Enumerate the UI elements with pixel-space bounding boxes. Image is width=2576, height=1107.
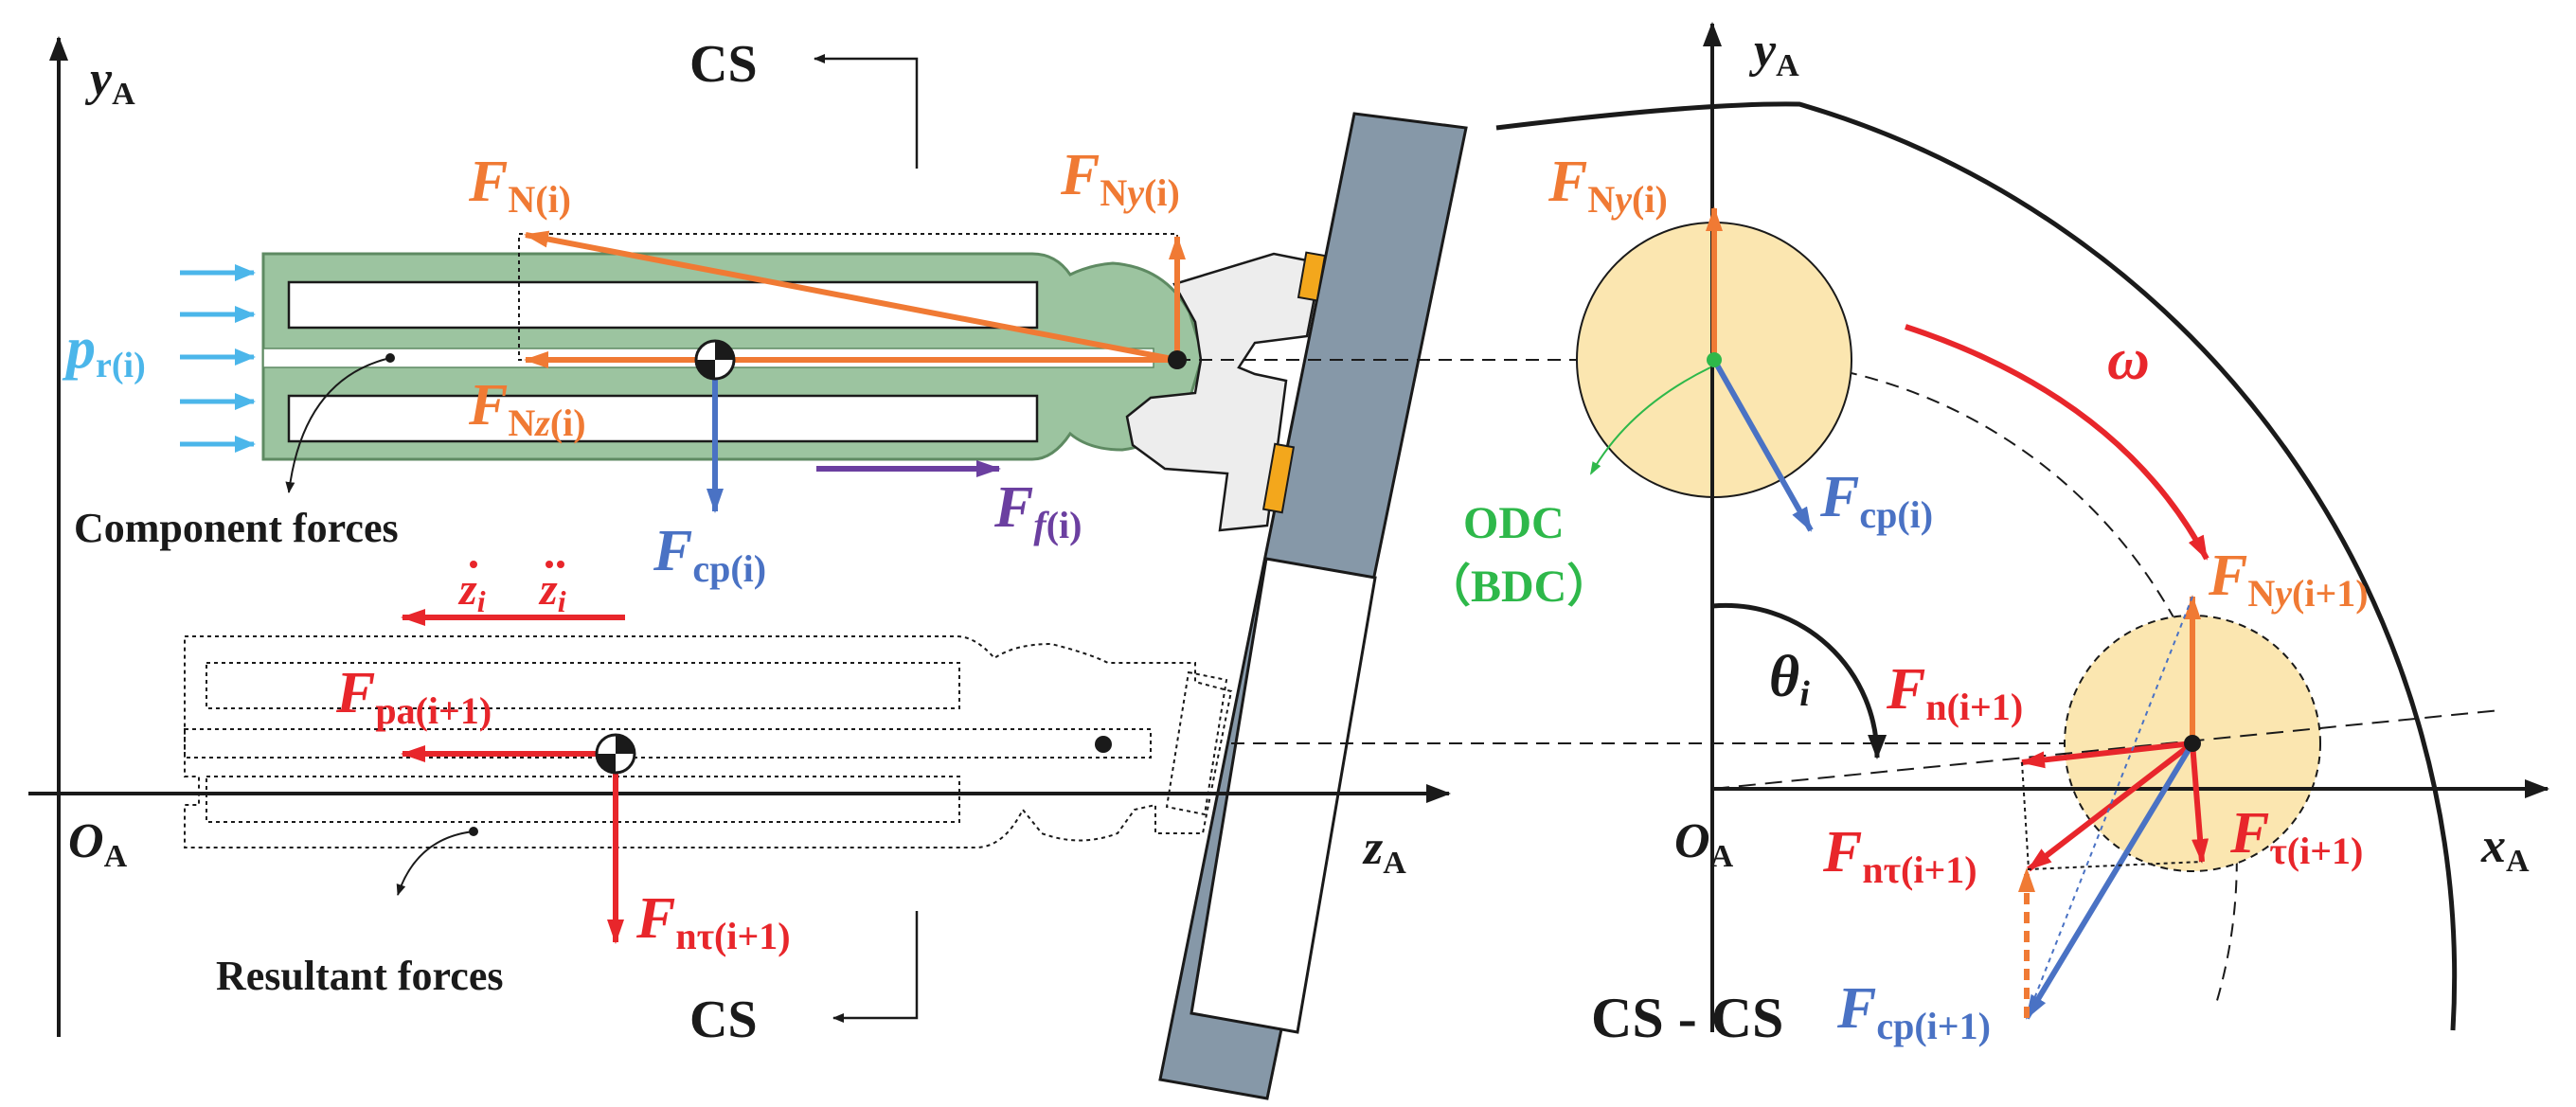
cs-cs-label: CS - CS <box>1591 987 1783 1049</box>
fcp-label: Fcp(i) <box>653 519 766 590</box>
component-forces-leader <box>285 357 391 493</box>
component-forces-label: Component forces <box>74 505 399 551</box>
fnz-label: FNz(i) <box>468 373 586 444</box>
cs-section-marker-bottom <box>832 911 919 1023</box>
resultant-forces-label: Resultant forces <box>216 953 503 999</box>
r-ft1-arrow <box>2190 742 2209 864</box>
r-parallelogram <box>2021 761 2203 871</box>
velocity-dot <box>470 561 477 568</box>
ff-label: Ff(i) <box>993 475 1082 546</box>
slipper-shoe <box>1125 251 1327 532</box>
r-fnt1-arrow <box>2027 741 2194 872</box>
r-ft1-label: Fτ(i+1) <box>2229 801 2363 872</box>
odc-point <box>1707 352 1722 367</box>
fpa-label: Fpa(i+1) <box>335 661 492 732</box>
resultant-forces-leader <box>396 830 474 896</box>
pressure-arrows <box>180 264 256 453</box>
theta-label: θi <box>1769 645 1810 714</box>
r-fcp1-arrow <box>2024 741 2195 1020</box>
odc-label: ODC <box>1463 498 1565 548</box>
left-z-axis-label: zA <box>1362 821 1406 881</box>
cs-label-top: CS <box>689 35 758 94</box>
r-fn1-arrow <box>2020 741 2193 769</box>
piston-resultant <box>184 635 1233 848</box>
cs-label-bottom: CS <box>689 991 758 1049</box>
odc-leader <box>1590 366 1711 475</box>
r-fny1-label: FNy(i+1) <box>2208 544 2369 615</box>
r-fnt1-label: Fnτ(i+1) <box>1822 820 1977 891</box>
r-fcp-arrow <box>1711 358 1814 532</box>
acceleration-dot-1 <box>546 561 553 568</box>
fn-label: FN(i) <box>468 150 571 221</box>
component-forces-dot <box>385 353 395 363</box>
center-of-mass-lower <box>595 733 636 775</box>
fnt-left-label: Fnτ(i+1) <box>635 886 791 957</box>
r-fcp1-label: Fcp(i+1) <box>1836 976 1991 1047</box>
omega-arrow <box>1905 324 2209 561</box>
r-fny-label: FNy(i) <box>1547 150 1668 221</box>
left-coordinate-axes <box>28 36 1451 1037</box>
ball-center-i1 <box>2184 735 2201 752</box>
omega-label: ω <box>2107 328 2150 392</box>
left-origin-label: OA <box>68 814 128 874</box>
resultant-forces-dot <box>469 827 478 836</box>
center-of-mass-upper <box>694 339 736 381</box>
fn-arrow <box>524 230 1178 363</box>
cs-section-marker-top <box>814 54 919 169</box>
acceleration-dot-2 <box>557 561 564 568</box>
fny-label: FNy(i) <box>1060 143 1180 214</box>
left-y-axis-label: yA <box>84 52 135 112</box>
outer-cylinder-arc <box>1495 101 2458 1031</box>
r-fcp-label: Fcp(i) <box>1819 465 1933 536</box>
theta-arc <box>1711 602 1887 759</box>
right-y-axis-label: yA <box>1748 24 1799 83</box>
pressure-label: pr(i) <box>62 316 146 385</box>
bdc-label: （BDC） <box>1425 562 1612 612</box>
r-fn1-label: Fn(i+1) <box>1886 657 2023 728</box>
velocity-label: zi <box>457 564 486 618</box>
right-origin-label: OA <box>1674 814 1734 874</box>
right-x-axis-label: xA <box>2480 819 2530 879</box>
resultant-ball-center <box>1095 736 1112 753</box>
acceleration-label: zi <box>538 564 566 618</box>
